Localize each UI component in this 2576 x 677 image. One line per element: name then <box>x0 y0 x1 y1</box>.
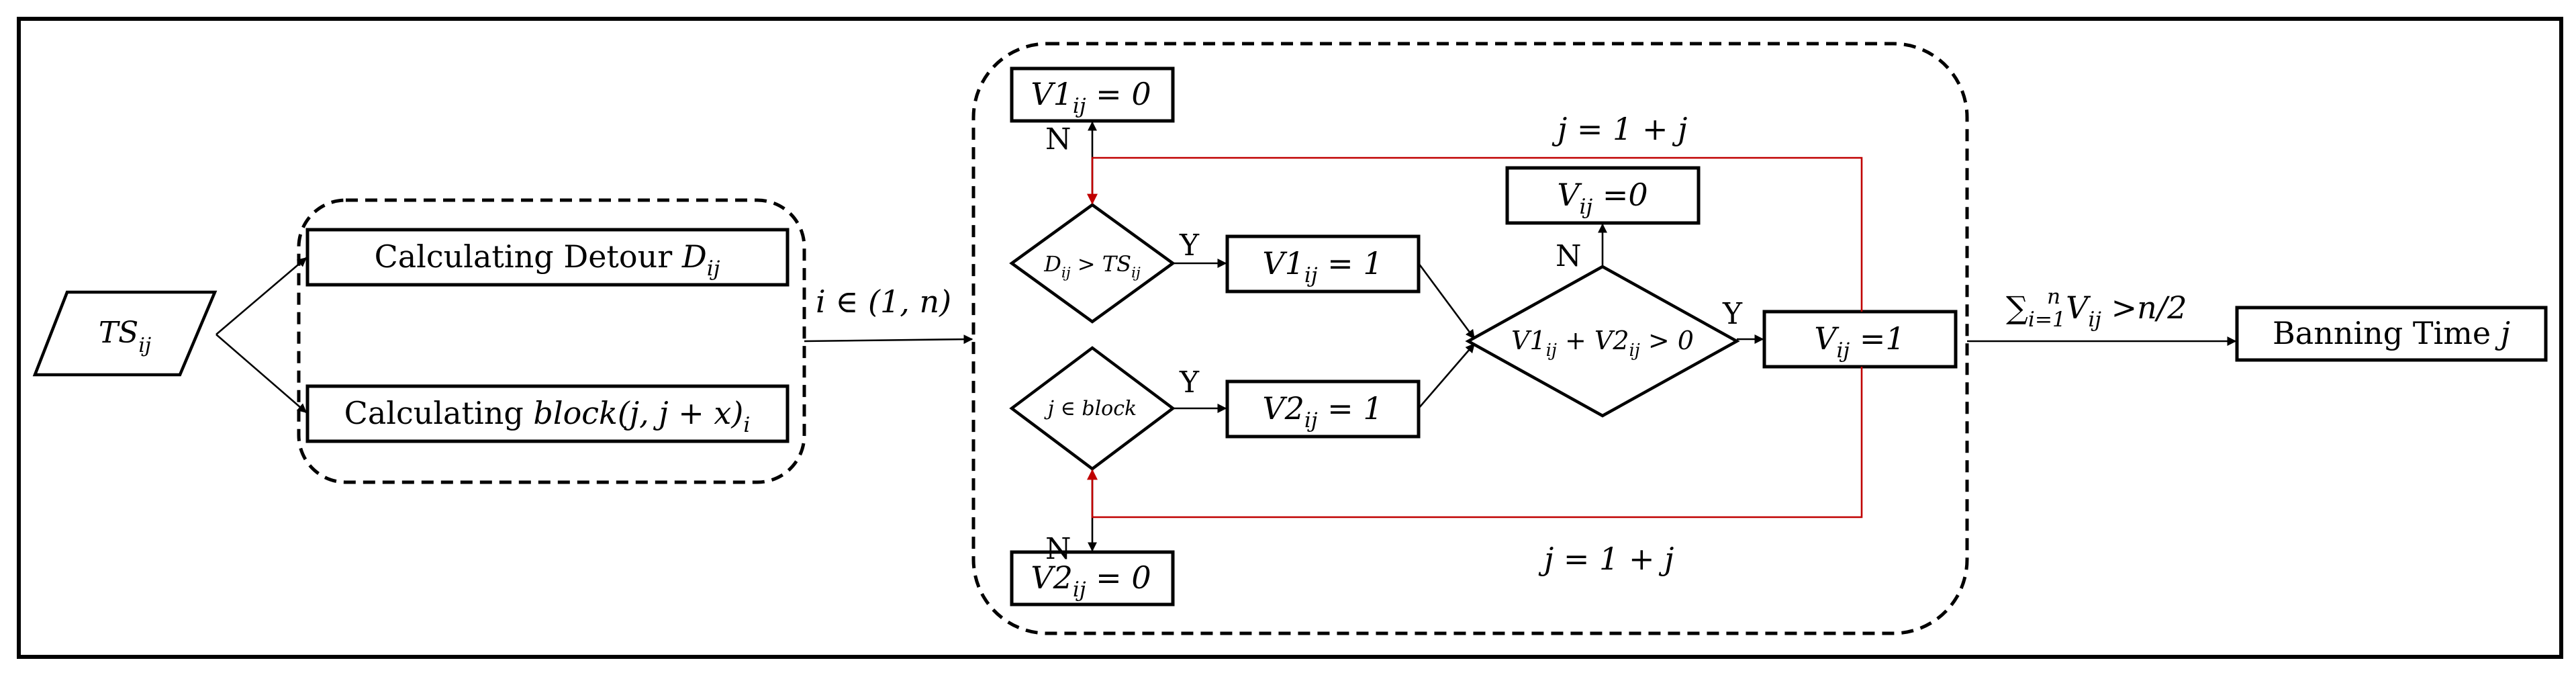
sum-decision <box>1465 265 1740 418</box>
block-yes-label: Y <box>1179 365 1200 400</box>
arrow-v2-to-sum <box>1418 343 1475 409</box>
detour-step-label: Calculating Detour Dij <box>375 238 720 281</box>
arrow-v1-to-sum <box>1417 263 1476 340</box>
v2-zero-box <box>1010 550 1175 606</box>
detour-yes-label: Y <box>1179 228 1200 263</box>
arrow-input-to-detour <box>216 257 307 335</box>
loop-back-bottom <box>1087 367 1863 518</box>
v2-one-box <box>1225 379 1421 439</box>
arrow-input-to-block <box>216 334 307 413</box>
v1-one-label: V1ij = 1 <box>1262 245 1382 287</box>
block-decision-label: j ∈ block <box>1044 397 1137 420</box>
sum-decision-label: V1ij + V2ij > 0 <box>1511 326 1694 361</box>
v2-zero-label: V2ij = 0 <box>1031 559 1151 602</box>
output-label: Banning Time j <box>2273 315 2510 351</box>
loop-top-label: j = 1 + j <box>1552 111 1687 147</box>
detour-step-box <box>305 228 790 287</box>
detour-no-label: N <box>1045 122 1071 156</box>
detour-decision-label: Dij > TSij <box>1043 251 1141 281</box>
arrow-to-voting <box>804 334 973 345</box>
v-one-box <box>1762 310 1958 369</box>
calculation-group <box>297 198 806 484</box>
v-zero-label: Vij =0 <box>1557 177 1648 219</box>
v1-zero-box <box>1010 66 1175 123</box>
block-no-label: N <box>1045 532 1071 566</box>
v2-one-label: V2ij = 1 <box>1262 390 1382 433</box>
input-ts-node <box>32 290 218 377</box>
v1-zero-label: V1ij = 0 <box>1031 76 1151 118</box>
loop-bottom-label: j = 1 + j <box>1538 541 1674 577</box>
v1-one-box <box>1225 234 1421 294</box>
sum-no-label: N <box>1556 239 1582 273</box>
v-one-label: Vij =1 <box>1814 320 1905 363</box>
sum-yes-label: Y <box>1722 297 1743 331</box>
v-zero-box <box>1505 166 1701 225</box>
detour-decision <box>1009 203 1176 324</box>
input-ts-label: TSij <box>99 316 151 357</box>
loop-back-top <box>1087 156 1863 312</box>
block-step-label: Calculating block(j, j + x)i <box>344 395 751 437</box>
outer-frame <box>17 17 2563 659</box>
output-box <box>2235 306 2548 362</box>
block-step-box <box>305 384 790 443</box>
range-label: i ∈ (1, n) <box>816 283 951 320</box>
